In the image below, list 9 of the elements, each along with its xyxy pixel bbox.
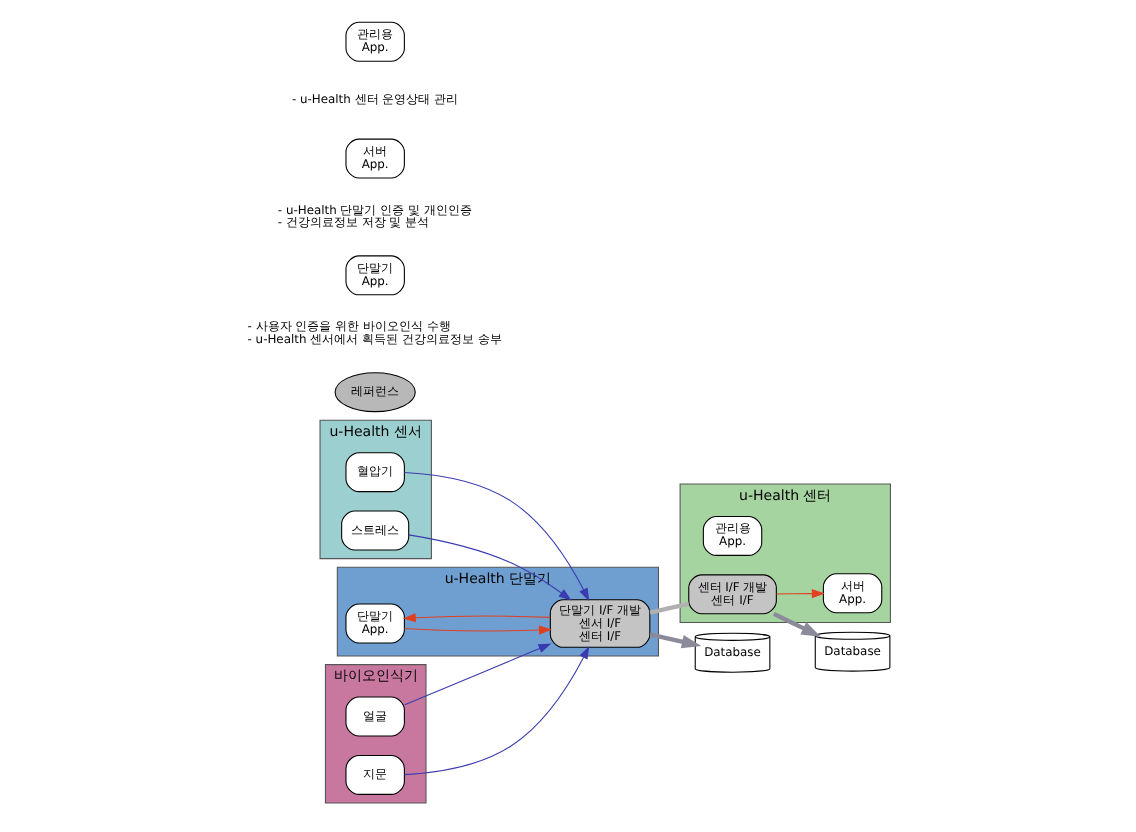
arrow — [402, 624, 551, 634]
arrow — [648, 631, 701, 648]
arrow — [402, 470, 589, 601]
arrow — [401, 612, 550, 622]
arrow — [771, 610, 820, 636]
arrow — [774, 588, 824, 598]
connector — [648, 600, 689, 614]
arrow — [407, 533, 571, 600]
arrow — [402, 644, 589, 775]
